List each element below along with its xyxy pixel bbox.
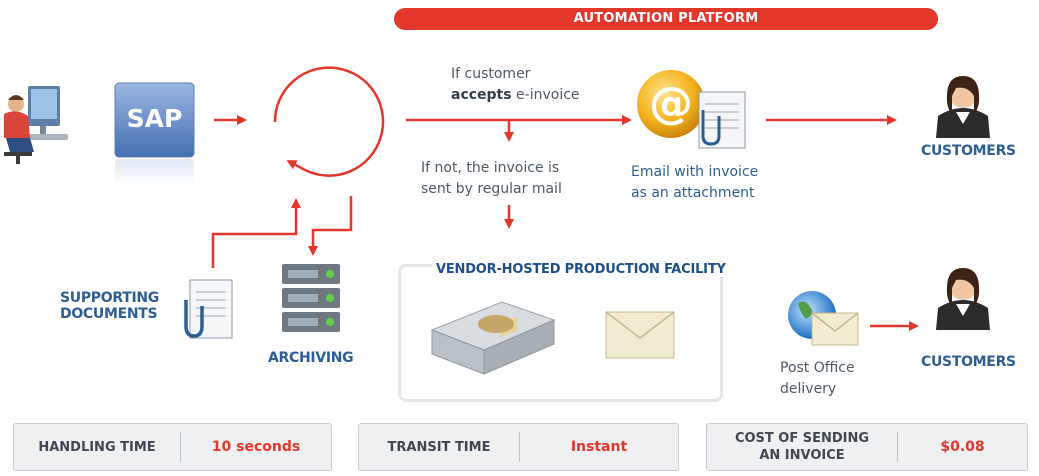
envelope-icon	[605, 311, 675, 359]
branch-if-text: If customer accepts e-invoice	[451, 66, 580, 103]
facility-title: VENDOR-HOSTED PRODUCTION FACILITY	[432, 262, 730, 277]
customer-avatar-icon	[936, 268, 990, 330]
customers-top-label: CUSTOMERS	[921, 143, 1016, 159]
metric-handling-time: HANDLING TIME 10 seconds	[13, 423, 332, 471]
sap-label: SAP	[126, 104, 183, 133]
supporting-documents-label: SUPPORTING DOCUMENTS	[60, 290, 159, 322]
email-caption: Email with invoice as an attachment	[631, 164, 759, 201]
server-archive-icon	[282, 264, 340, 332]
attachment-document-icon	[184, 279, 233, 339]
email-at-icon: @	[637, 70, 746, 149]
automation-platform-banner: AUTOMATION PLATFORM	[394, 8, 938, 30]
metric-label: HANDLING TIME	[38, 439, 156, 455]
svg-text:@: @	[649, 78, 693, 129]
computer-user-icon	[4, 86, 68, 164]
cycle-ring	[273, 66, 385, 177]
archiving-label: ARCHIVING	[268, 350, 354, 366]
metric-cost: COST OF SENDING AN INVOICE $0.08	[706, 423, 1028, 471]
metric-label: TRANSIT TIME	[387, 439, 491, 455]
metric-value: $0.08	[940, 439, 985, 455]
factory-building-icon	[430, 301, 556, 375]
metric-value: 10 seconds	[211, 439, 301, 455]
sap-logo-icon	[114, 82, 195, 185]
metric-transit-time: TRANSIT TIME Instant	[358, 423, 679, 471]
customer-avatar-icon	[936, 76, 990, 138]
arrow-cycle-to-archiving	[308, 196, 353, 256]
globe-envelope-icon	[788, 291, 859, 346]
post-office-caption: Post Office delivery	[780, 360, 855, 397]
arrow-docs-to-cycle	[211, 198, 301, 268]
metric-value: Instant	[570, 439, 628, 455]
branch-else-text: If not, the invoice is sent by regular m…	[421, 160, 562, 197]
metric-label: COST OF SENDING AN INVOICE	[734, 431, 870, 463]
customers-bottom-label: CUSTOMERS	[921, 354, 1016, 370]
